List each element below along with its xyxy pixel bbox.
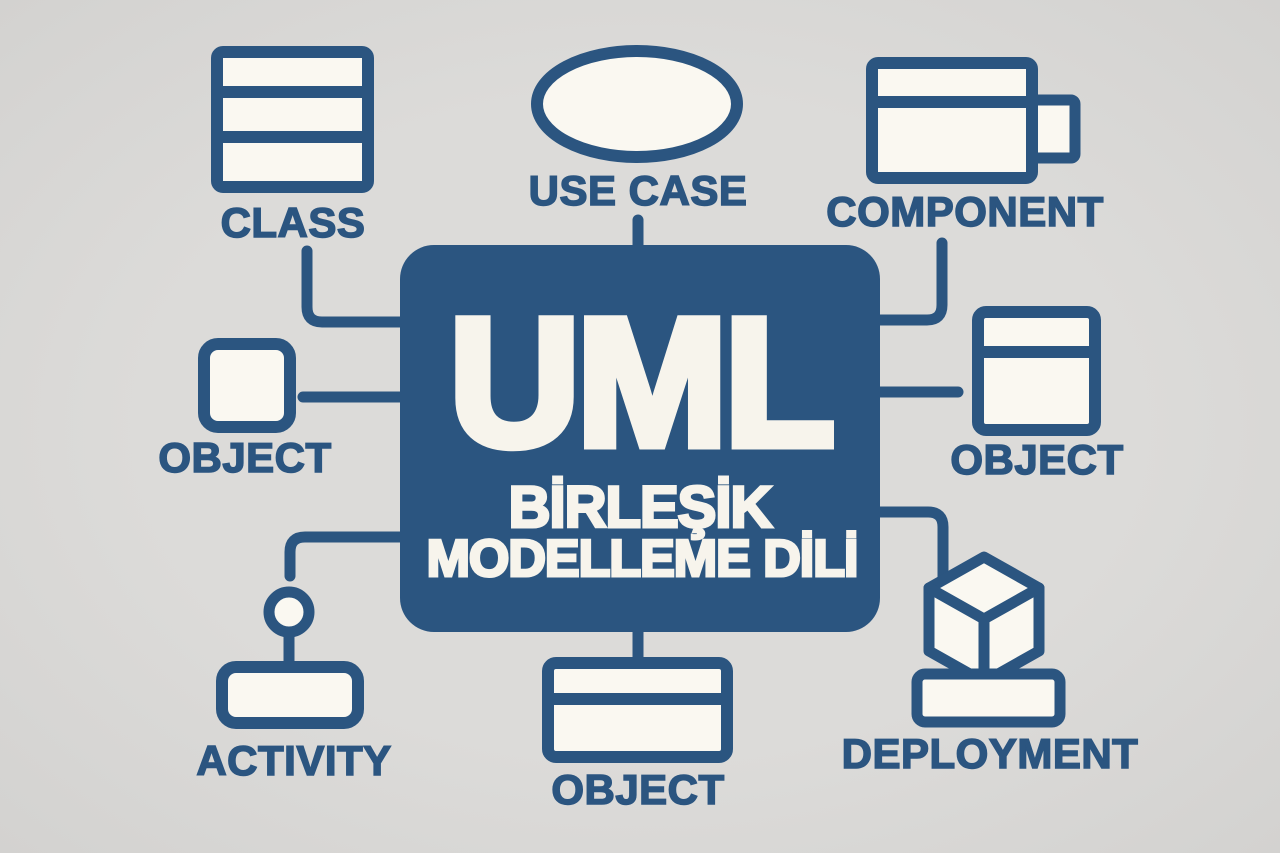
activity-label: ACTIVITY [196, 737, 391, 784]
use-case-diagram-icon [531, 45, 743, 163]
connector-activity [284, 531, 406, 582]
node-object-bottom: OBJECT [542, 657, 733, 814]
use-case-label: USE CASE [529, 167, 748, 214]
node-class: CLASS [211, 46, 374, 247]
object-bottom-diagram-icon [542, 657, 733, 763]
connector-class [301, 245, 406, 328]
node-deployment: DEPLOYMENT [841, 551, 1139, 778]
node-component: COMPONENT [826, 57, 1104, 236]
class-diagram-icon [211, 46, 374, 193]
uml-center-panel [400, 245, 880, 632]
node-object-right: OBJECT [950, 306, 1124, 484]
class-label: CLASS [221, 199, 366, 246]
object-bottom-label: OBJECT [551, 766, 724, 813]
deployment-icon-platform [911, 668, 1066, 728]
activity-diagram-icon [216, 661, 364, 729]
uml-subtitle-line1: BİRLEŞİK [509, 475, 773, 540]
connectors [284, 214, 964, 667]
center-box: UML BİRLEŞİK MODELLEME DİLİ [400, 245, 880, 632]
component-label: COMPONENT [826, 188, 1104, 235]
object-left-diagram-icon [198, 338, 296, 433]
object-right-label: OBJECT [950, 436, 1123, 483]
node-activity: ACTIVITY [196, 586, 392, 785]
activity-icon-start-circle [263, 586, 315, 638]
node-object-left: OBJECT [158, 338, 332, 482]
uml-subtitle-line2: MODELLEME DİLİ [427, 530, 858, 588]
node-use-case: USE CASE [528, 45, 748, 215]
deployment-label: DEPLOYMENT [842, 730, 1139, 777]
object-left-label: OBJECT [158, 434, 331, 481]
object-right-diagram-icon [972, 306, 1101, 436]
component-diagram-icon [866, 57, 1038, 184]
uml-title: UML [449, 280, 831, 484]
connector-component [872, 237, 948, 326]
connector-deployment [872, 506, 949, 586]
